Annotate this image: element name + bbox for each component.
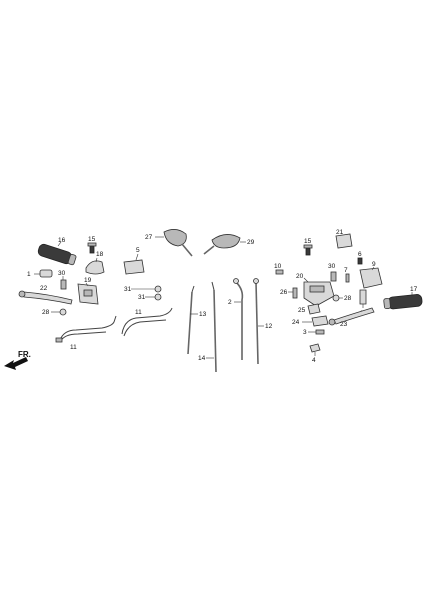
callout-10: 10 — [274, 263, 282, 270]
reservoir-cap-part: 21 — [335, 229, 353, 249]
left-mirror-part: 27 — [145, 229, 193, 257]
direction-label: FR. — [18, 350, 31, 359]
screw-part-left: 15 — [87, 236, 97, 254]
callout-5: 5 — [136, 247, 140, 254]
nut-part-31-upper: 31 — [124, 285, 162, 293]
callout-7: 7 — [344, 267, 348, 274]
nut-part-4: 4 — [309, 343, 321, 364]
callout-30-left: 30 — [58, 270, 66, 277]
speedometer-cable-part: 12 — [253, 278, 273, 365]
callout-12: 12 — [265, 323, 273, 330]
bolt-part-26: 26 — [280, 287, 298, 299]
bracket-part: 5 — [123, 247, 145, 275]
callout-27: 27 — [145, 234, 153, 241]
callout-28-right: 28 — [344, 295, 352, 302]
bolt-part-right: 30 — [328, 263, 337, 282]
nut-part-left: 28 — [42, 308, 67, 316]
callout-18: 18 — [96, 251, 104, 258]
callout-20: 20 — [296, 273, 304, 280]
callout-14: 14 — [198, 355, 206, 362]
right-switch-part: 9 — [359, 261, 383, 289]
callout-4: 4 — [312, 357, 316, 364]
bolt-part-3: 3 — [303, 329, 325, 336]
switch-part-24: 24 — [292, 315, 329, 327]
pin-part-7: 7 — [344, 267, 350, 283]
callout-24: 24 — [292, 319, 300, 326]
screw-part-6: 6 — [357, 251, 363, 265]
callout-22: 22 — [40, 285, 48, 292]
callout-21: 21 — [336, 229, 344, 236]
fitting-part-25: 25 — [298, 303, 321, 315]
callout-25: 25 — [298, 307, 306, 314]
fitting-part-10: 10 — [274, 263, 284, 275]
callout-9: 9 — [372, 261, 376, 268]
callout-1: 1 — [27, 271, 31, 278]
nut-part-right: 28 — [332, 294, 352, 302]
callout-15-right: 15 — [304, 238, 312, 245]
callout-17: 17 — [410, 286, 418, 293]
front-brake-lever-part: 23 — [328, 307, 375, 328]
callout-28-left: 28 — [42, 309, 50, 316]
callout-29: 29 — [247, 239, 255, 246]
left-switch-housing-part: 19 — [77, 277, 99, 305]
callout-31-lower: 31 — [138, 294, 146, 301]
callout-19: 19 — [84, 277, 92, 284]
clutch-cable-part: 2 — [228, 278, 244, 360]
callout-30-right: 30 — [328, 263, 336, 270]
callout-13: 13 — [199, 311, 207, 318]
callout-23: 23 — [340, 321, 348, 328]
master-cylinder-part: 20 — [296, 273, 335, 307]
wire-harness-part-left: 11 — [55, 315, 117, 351]
callout-16: 16 — [58, 237, 66, 244]
right-mirror-part: 29 — [203, 234, 255, 255]
nut-part-31-lower: 31 — [138, 293, 162, 301]
callout-11-left: 11 — [70, 344, 77, 351]
callout-2: 2 — [228, 299, 232, 306]
callout-26: 26 — [280, 289, 288, 296]
clamp-part: 1 — [27, 269, 53, 278]
wire-harness-part-right: 11 — [121, 307, 173, 337]
throttle-cable-part-14: 14 — [198, 281, 217, 373]
right-grip-part: 17 — [383, 286, 423, 310]
callout-11-right: 11 — [135, 309, 142, 316]
callout-6: 6 — [358, 251, 362, 258]
clutch-lever-part: 22 — [18, 285, 73, 305]
callout-3: 3 — [303, 329, 307, 336]
callout-31-upper: 31 — [124, 286, 132, 293]
callout-15-left: 15 — [88, 236, 96, 243]
throttle-housing-part: 18 — [85, 251, 105, 275]
throttle-cable-part-13: 13 — [187, 285, 207, 355]
bolt-part-left: 30 — [58, 270, 67, 290]
screw-part-right: 15 — [303, 238, 313, 256]
left-grip-part: 16 — [37, 237, 77, 266]
front-direction-arrow-icon: FR. — [4, 350, 31, 370]
